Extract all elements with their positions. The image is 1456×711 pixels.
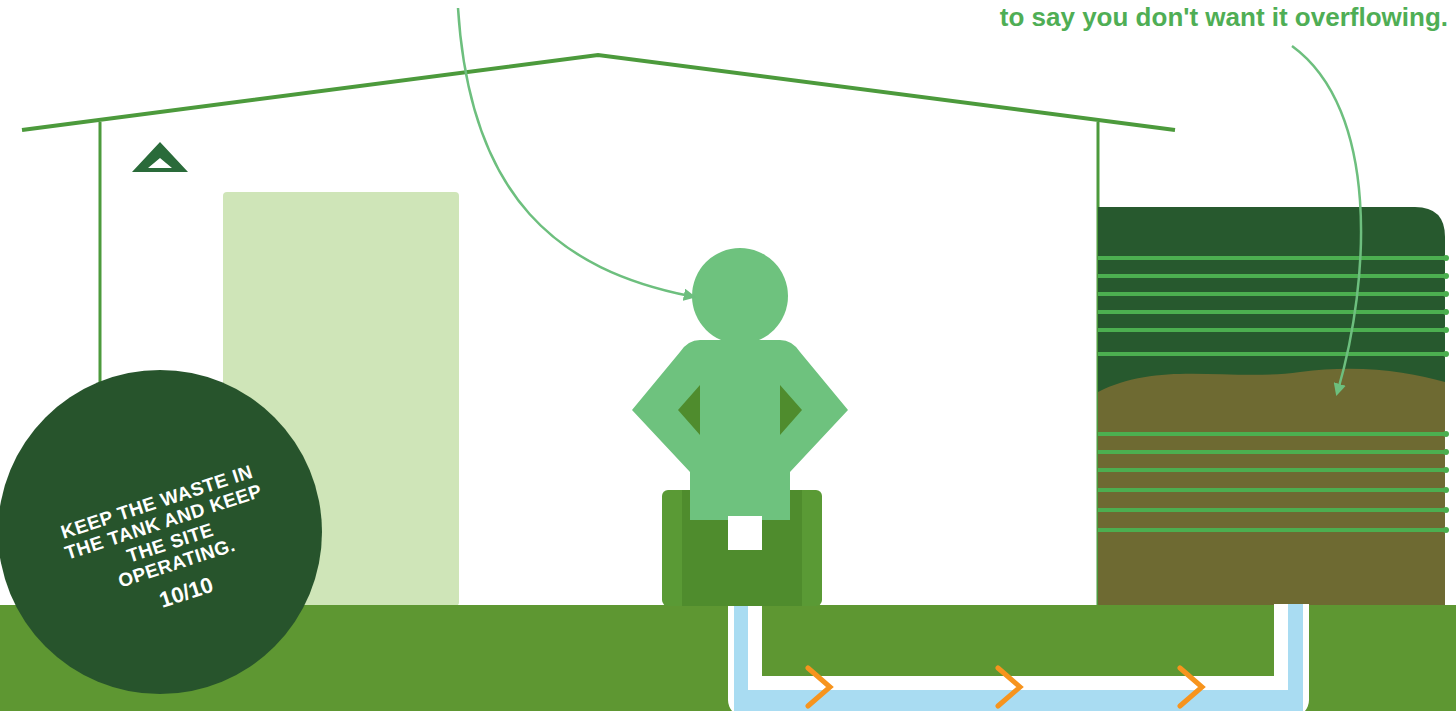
stripe-end — [1443, 467, 1449, 473]
stripe — [1098, 432, 1446, 436]
stripe-end — [1443, 431, 1449, 437]
stripe-end — [1443, 449, 1449, 455]
stripe-end — [1443, 351, 1449, 357]
stripe — [1098, 468, 1446, 472]
stripe — [1098, 328, 1446, 332]
flow-chevrons — [808, 668, 1202, 706]
leader-arrow — [458, 8, 690, 296]
stripe-end — [1443, 309, 1449, 315]
pipe — [745, 520, 1292, 700]
stripe — [1098, 274, 1446, 278]
stripe-end — [1443, 487, 1449, 493]
pipe-water — [745, 520, 1292, 700]
person-head — [692, 248, 788, 344]
stripe — [1098, 292, 1446, 296]
stripe-end — [1443, 527, 1449, 533]
stripe — [1098, 310, 1446, 314]
stripe-end — [1443, 327, 1449, 333]
arm-gaps — [678, 385, 802, 435]
stripe — [1098, 450, 1446, 454]
person-body — [632, 340, 848, 520]
stripe-end — [1443, 255, 1449, 261]
stripe — [1098, 508, 1446, 512]
logo — [132, 142, 188, 172]
stripe — [1098, 528, 1446, 532]
leader-arrow — [1292, 46, 1361, 390]
badge-circle — [0, 370, 322, 694]
stripe-end — [1443, 273, 1449, 279]
pipe-air — [755, 518, 1281, 683]
stripe — [1098, 352, 1446, 356]
tank-stripes — [1098, 255, 1449, 533]
stripe-end — [1443, 291, 1449, 297]
caption-text: to say you don't want it overflowing. — [1000, 2, 1448, 33]
stripe-end — [1443, 507, 1449, 513]
roof — [22, 55, 1175, 130]
seat-hole — [728, 516, 762, 550]
tank — [1098, 207, 1445, 606]
stripe — [1098, 488, 1446, 492]
stripe — [1098, 256, 1446, 260]
waste — [1098, 369, 1445, 606]
